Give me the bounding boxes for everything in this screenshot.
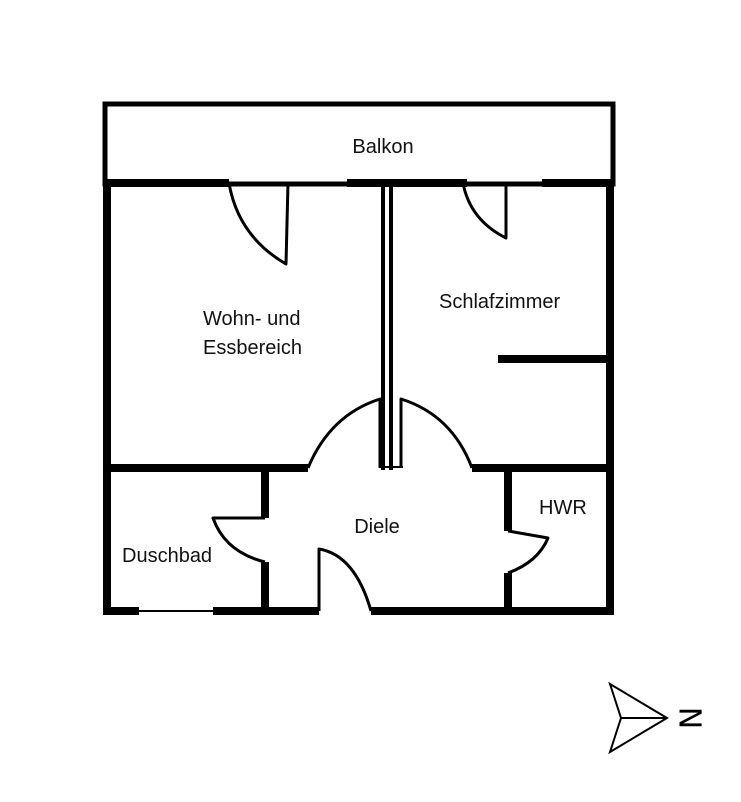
room-label-bathroom: Duschbad [122, 545, 212, 567]
door-swing-bedroom-balcony [461, 182, 508, 240]
door-swings [211, 182, 550, 612]
room-label-hall: Diele [354, 516, 400, 538]
exterior-walls [103, 179, 614, 615]
interior-walls [107, 183, 610, 611]
door-swing-bathroom [211, 516, 266, 564]
room-label-living-line2: Essbereich [203, 337, 302, 359]
door-swing-utility [507, 529, 550, 575]
room-label-living-line1: Wohn- und [203, 308, 300, 330]
north-label: N [672, 707, 707, 729]
door-swing-entrance [317, 547, 373, 612]
room-label-utility: HWR [539, 497, 587, 519]
door-swing-living-balcony [227, 182, 290, 266]
room-label-balcony: Balkon [352, 136, 413, 158]
door-swing-bedroom-hall [399, 397, 474, 469]
north-arrow-icon: N [608, 681, 707, 755]
room-label-bedroom: Schlafzimmer [439, 291, 560, 313]
door-swing-living-hall [306, 397, 382, 469]
room-labels: Balkon Wohn- und Essbereich Schlafzimmer… [122, 136, 587, 567]
